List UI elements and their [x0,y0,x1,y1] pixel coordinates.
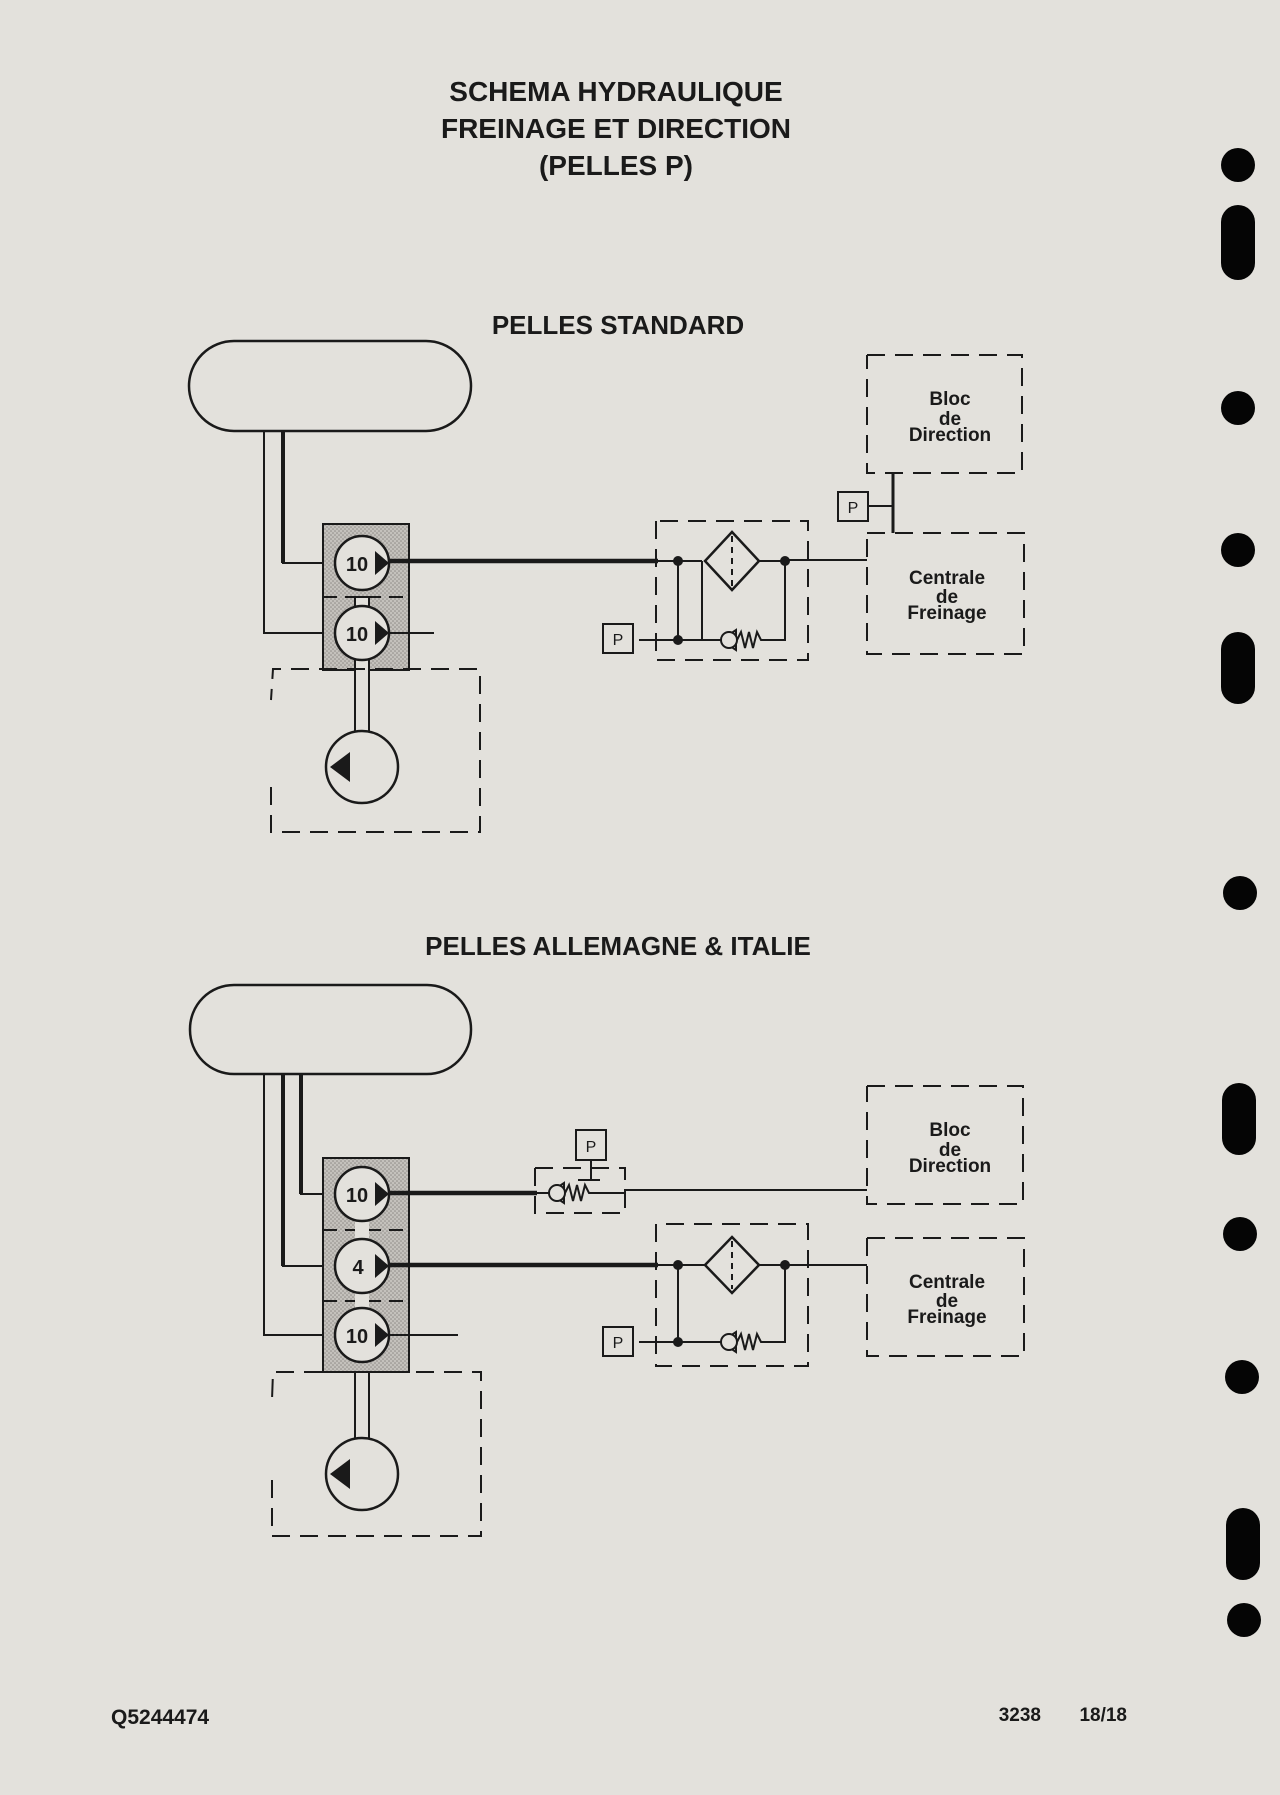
suction-line-outer [263,1074,326,1336]
pressure-test-port [602,1326,634,1357]
pump-upper-displacement: 10 [346,554,368,576]
bypass-return-line [766,1265,786,1343]
page-code: 3238 [999,1705,1041,1726]
steering-pressure-port-label: P [848,500,859,517]
diagram-germany-italy: PELLES ALLEMAGNE & ITALIE 10 4 10 [188,931,1025,1537]
steering-block-label-2: de [939,409,961,430]
pressure-test-port [602,623,634,654]
junction [780,1260,790,1270]
pressure-test-port-label: P [613,632,624,649]
engine-boundary [271,1371,482,1537]
steering-block-label-2: de [939,1140,961,1161]
filter-group-boundary [655,1223,809,1367]
diagram-germany-italy-title: PELLES ALLEMAGNE & ITALIE [425,931,811,961]
drive-motor-arrow-icon [330,1459,350,1489]
steering-check-valve [547,1181,624,1205]
steering-block-label-1: Bloc [929,389,971,410]
drive-motor [324,729,400,805]
steering-block-label-3: Direction [909,425,991,446]
braking-unit-label-3: Freinage [907,603,986,624]
relief-pressure-port [575,1129,607,1161]
bypass-return-line [766,561,786,641]
suction-line-inner [282,431,326,564]
binder-holes [1221,148,1261,1637]
oil-tank [187,339,473,433]
pump-lower-displacement: 10 [346,1326,368,1348]
pump-upper-arrow-icon [375,551,389,575]
pressure-test-port-label: P [613,1335,624,1352]
braking-unit-label-1: Centrale [909,568,985,589]
doc-reference: Q5244474 [111,1706,209,1729]
header-title-line-2: FREINAGE ET DIRECTION [441,113,791,144]
header-title-line-1: SCHEMA HYDRAULIQUE [449,76,782,107]
engine-boundary [270,668,481,833]
page-number: 18/18 [1079,1705,1127,1726]
steering-block-label-3: Direction [909,1156,991,1177]
braking-unit-label-3: Freinage [907,1307,986,1328]
drive-motor-arrow-icon [330,752,350,782]
braking-unit-label-2: de [936,1291,958,1312]
braking-unit-label-2: de [936,587,958,608]
bypass-check-valve [719,628,766,652]
steering-block-label-1: Bloc [929,1120,971,1141]
oil-tank [188,983,473,1076]
steering-pressure-port [837,491,869,522]
braking-unit-label-1: Centrale [909,1272,985,1293]
pump-middle-displacement: 4 [352,1257,364,1279]
pump-shaft [354,1371,370,1443]
pump-lower-arrow-icon [375,621,389,645]
diagram-standard-title: PELLES STANDARD [492,310,744,340]
pump-middle-arrow-icon [375,1254,389,1278]
relief-pressure-port-label: P [586,1139,597,1156]
pump-upper-arrow-icon [375,1182,389,1206]
bypass-check-valve [719,1330,766,1354]
filter-group-boundary [655,520,809,661]
relief-valve-boundary [534,1167,626,1214]
diagram-standard: PELLES STANDARD 10 10 [187,310,1025,833]
suction-line-middle [282,1074,326,1267]
pump-lower-displacement: 10 [346,624,368,646]
pump-upper-displacement: 10 [346,1185,368,1207]
header-title-line-3: (PELLES P) [539,150,693,181]
pump-lower-arrow-icon [375,1323,389,1347]
suction-line-outer [263,431,326,634]
drive-motor [324,1436,400,1512]
junction [780,556,790,566]
